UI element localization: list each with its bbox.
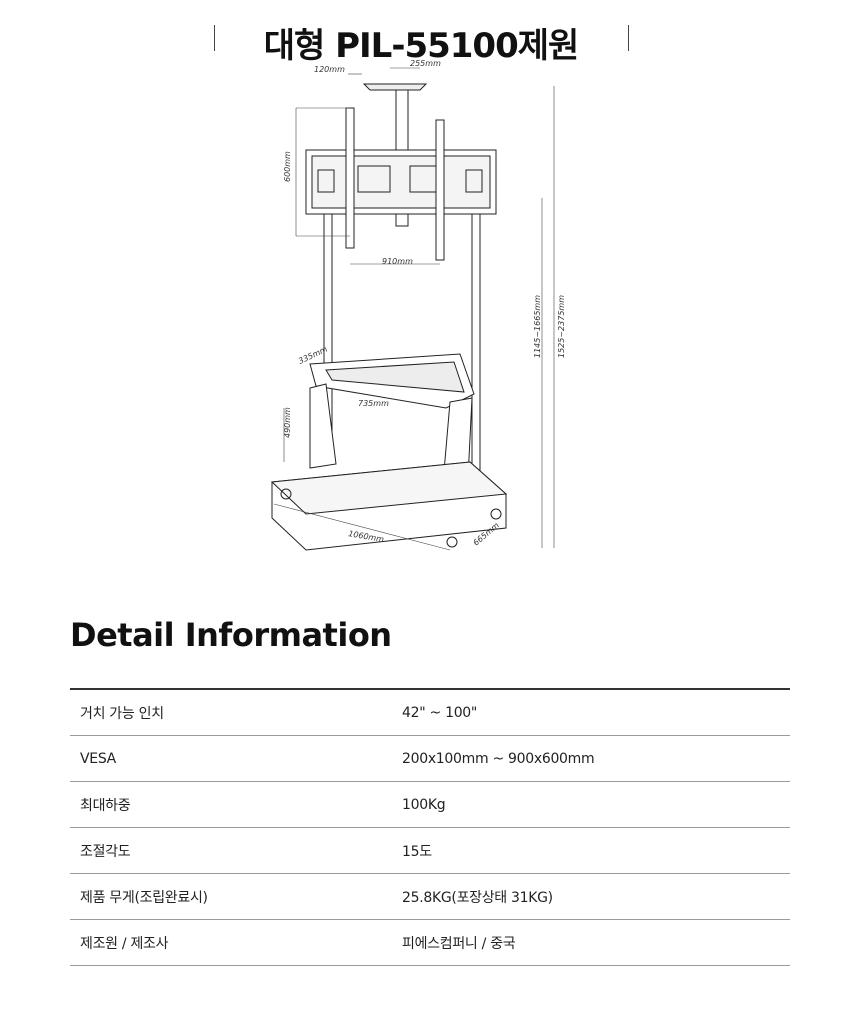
spec-table: 거치 가능 인치 42" ~ 100" VESA 200x100mm ~ 900… [70,688,790,966]
spec-label: 제조원 / 제조사 [70,919,402,966]
title-divider-right [628,25,629,51]
spec-label: 조절각도 [70,827,402,874]
table-row: 조절각도 15도 [70,827,790,874]
spec-label: 거치 가능 인치 [70,689,402,736]
detail-heading: Detail Information [70,616,392,654]
table-row: 제품 무게(조립완료시) 25.8KG(포장상태 31KG) [70,873,790,920]
dim-top-offset: 255mm [410,59,441,68]
dim-tray-width: 735mm [358,399,389,408]
spec-value: 25.8KG(포장상태 31KG) [402,873,790,920]
dim-vesa-height: 600mm [283,151,292,182]
table-row: 최대하중 100Kg [70,781,790,828]
title-area: 대형 PIL-55100제원 [0,16,860,66]
dim-vesa-width: 910mm [382,257,413,266]
spec-label: 제품 무게(조립완료시) [70,873,402,920]
spec-value: 피에스컴퍼니 / 중국 [402,919,790,966]
spec-value: 15도 [402,827,790,874]
title-divider-left [214,25,215,51]
spec-value: 42" ~ 100" [402,689,790,736]
dim-mount-height: 1145~1665mm [533,295,542,358]
product-dimension-diagram: 120mm 255mm 600mm 910mm 335mm 735mm 490m… [250,58,580,570]
spec-label: VESA [70,735,402,782]
page-title: 대형 PIL-55100제원 [263,26,580,66]
dim-tray-height: 490mm [283,407,292,438]
table-row: VESA 200x100mm ~ 900x600mm [70,735,790,782]
dim-total-height: 1525~2375mm [557,295,566,358]
spec-value: 100Kg [402,781,790,828]
spec-label: 최대하중 [70,781,402,828]
stand-line-drawing: 120mm 255mm 600mm 910mm 335mm 735mm 490m… [270,59,566,551]
dim-top-width: 120mm [314,65,345,74]
table-row: 제조원 / 제조사 피에스컴퍼니 / 중국 [70,919,790,966]
spec-value: 200x100mm ~ 900x600mm [402,735,790,782]
table-row: 거치 가능 인치 42" ~ 100" [70,689,790,736]
